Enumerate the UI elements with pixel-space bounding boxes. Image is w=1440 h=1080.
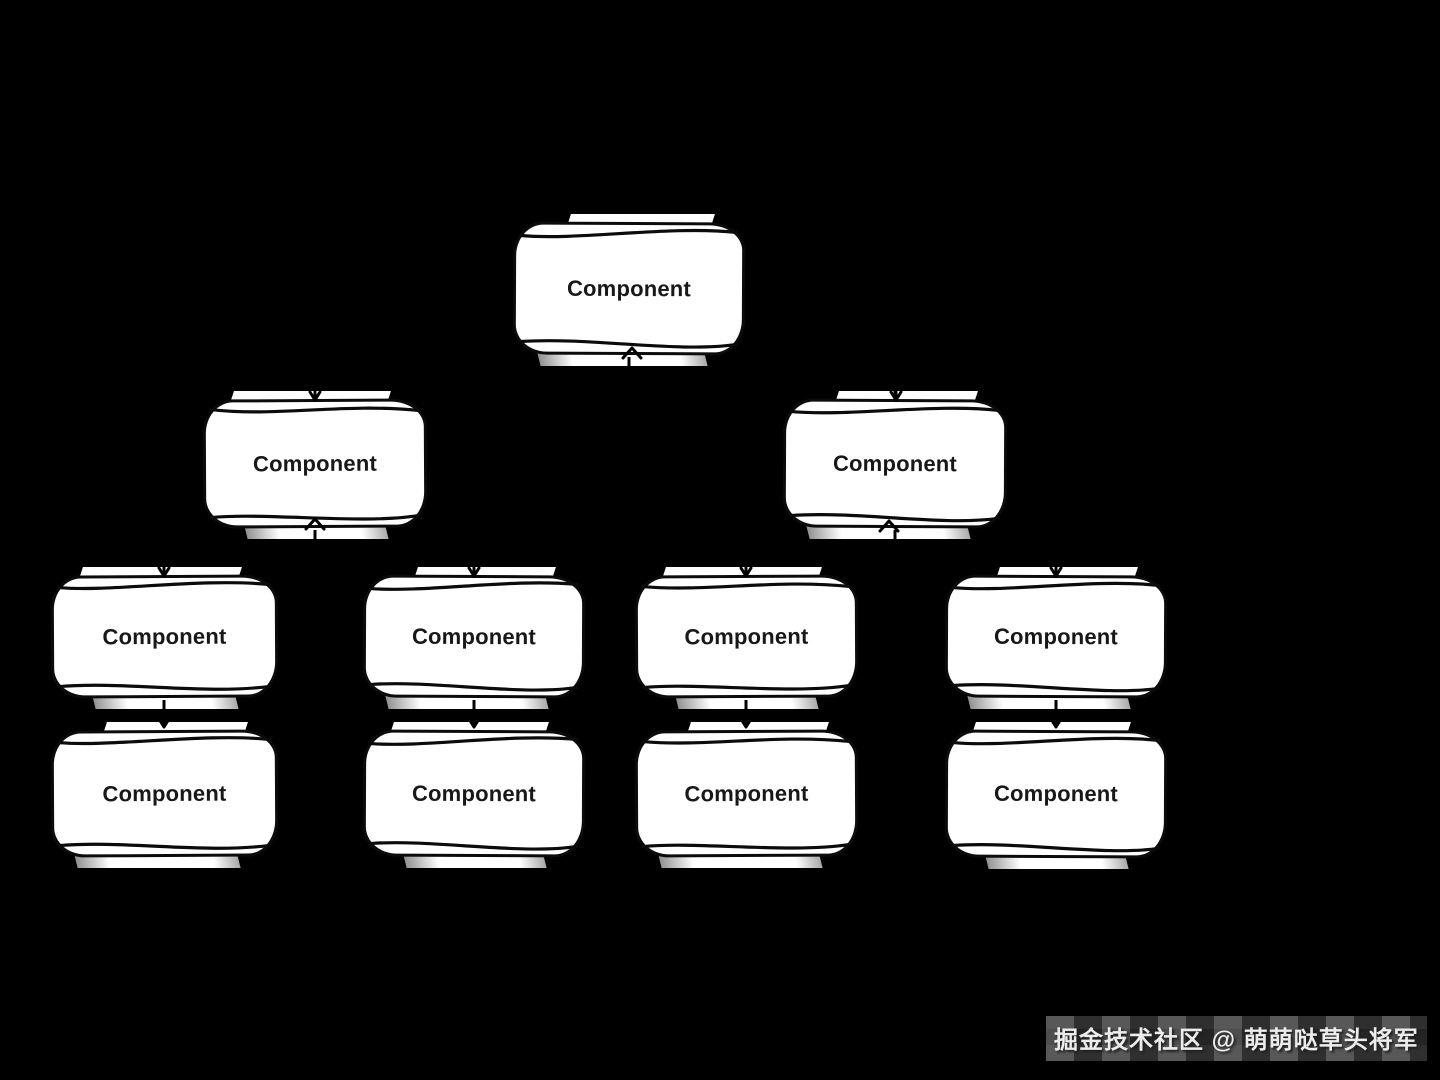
arrowhead-down-icon: [467, 712, 481, 729]
sketch-stroke: [789, 513, 1001, 523]
node-l3-1: Component: [50, 567, 279, 709]
sketch-stroke: [951, 736, 1161, 746]
caret-up-icon: [304, 517, 326, 531]
node-label: Component: [993, 780, 1119, 807]
sketch-stroke: [369, 581, 579, 591]
node-label: Component: [102, 780, 227, 806]
sketch-stroke: [369, 736, 579, 746]
node-box: Component: [50, 574, 279, 699]
node-label: Component: [102, 623, 227, 649]
node-label: Component: [411, 780, 537, 806]
node-box: Component: [50, 729, 279, 858]
sketch-stroke: [641, 582, 852, 590]
sketch-stroke: [519, 339, 739, 349]
arrowhead-down-icon: [1049, 712, 1063, 729]
node-box: Component: [362, 729, 586, 858]
watermark: 掘金技术社区 @ 萌萌哒草头将军: [1046, 1016, 1427, 1061]
node-l4-2: Component: [362, 722, 586, 868]
arrowhead-down-icon: [157, 561, 171, 578]
node-box: Component: [202, 398, 428, 529]
node-box: Component: [512, 221, 746, 356]
arrowhead-down-icon: [739, 712, 753, 729]
node-box: Component: [944, 729, 1168, 859]
node-box: Component: [362, 574, 586, 699]
node-l3-3: Component: [634, 567, 859, 709]
arrowhead-down-icon: [1049, 561, 1063, 578]
node-label: Component: [684, 623, 809, 649]
node-label: Component: [411, 623, 537, 649]
sketch-stroke: [519, 228, 739, 239]
node-l4-1: Component: [50, 722, 279, 868]
node-label: Component: [566, 275, 692, 301]
node-box: Component: [944, 574, 1168, 699]
node-label: Component: [832, 450, 958, 476]
sketch-stroke: [57, 736, 272, 746]
sketch-stroke: [209, 406, 421, 414]
arrowhead-down-icon: [308, 385, 322, 402]
sketch-stroke: [369, 841, 579, 851]
node-l4-3: Component: [634, 722, 859, 868]
sketch-stroke: [641, 683, 852, 691]
sketch-stroke: [57, 842, 272, 850]
sketch-stroke: [641, 842, 852, 850]
sketch-stroke: [57, 581, 272, 591]
node-label: Component: [684, 780, 809, 806]
sketch-stroke: [641, 737, 852, 745]
sketch-stroke: [951, 843, 1161, 853]
node-box: Component: [634, 574, 859, 699]
sketch-stroke: [951, 683, 1161, 693]
sketch-stroke: [369, 682, 579, 692]
node-box: Component: [782, 398, 1008, 529]
node-l2-right: Component: [782, 391, 1008, 539]
node-root: Component: [512, 214, 746, 366]
sketch-stroke: [789, 406, 1001, 415]
node-label: Component: [252, 450, 378, 476]
sketch-stroke: [57, 683, 272, 691]
node-l4-4: Component: [944, 722, 1168, 869]
sketch-stroke: [951, 581, 1161, 591]
node-l2-left: Component: [202, 391, 428, 539]
caret-up-icon: [878, 519, 900, 533]
node-l3-4: Component: [944, 567, 1168, 709]
node-label: Component: [993, 623, 1119, 649]
arrowhead-down-icon: [889, 385, 903, 402]
arrowhead-down-icon: [467, 561, 481, 578]
arrowhead-down-icon: [157, 712, 171, 729]
node-box: Component: [634, 729, 859, 858]
caret-up-icon: [621, 346, 643, 360]
node-l3-2: Component: [362, 567, 586, 709]
arrowhead-down-icon: [739, 561, 753, 578]
